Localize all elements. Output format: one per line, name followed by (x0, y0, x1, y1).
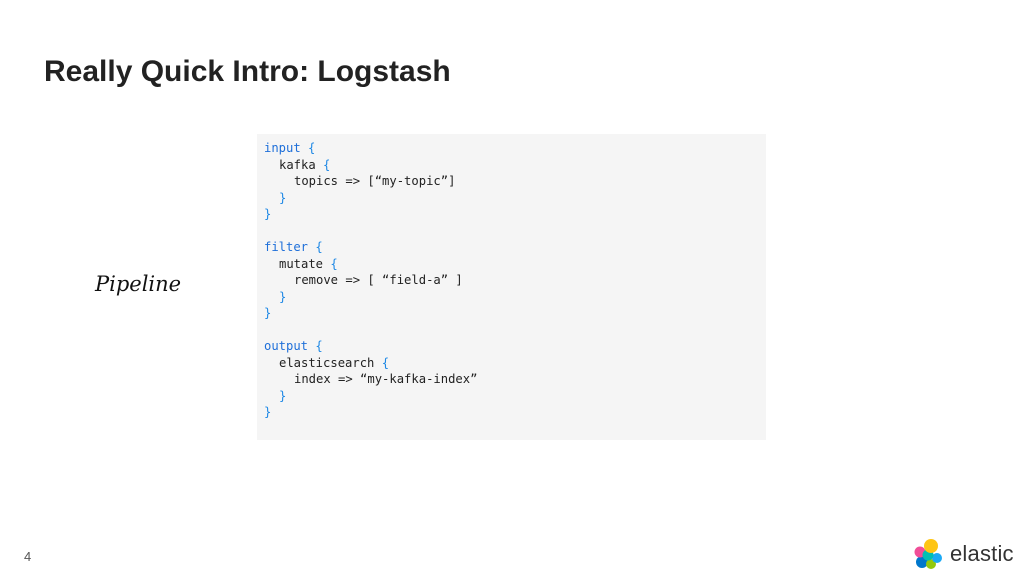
code-line-mutate: mutate { (279, 256, 338, 271)
pipeline-label: Pipeline (95, 272, 182, 296)
code-line-close-brace: } (264, 207, 272, 221)
code-line-close-brace: } (264, 306, 272, 320)
code-panel: input { kafka { topics => [“my-topic”]}} fi… (257, 134, 766, 440)
code-line-remove: remove => [ “field-a” ] (294, 273, 463, 287)
slide-number: 4 (24, 549, 32, 564)
code-line-elasticsearch: elasticsearch { (279, 355, 390, 370)
code-line-close-brace: } (279, 388, 287, 403)
logo-blob-blue (932, 553, 942, 563)
code-line-close-brace: } (279, 190, 287, 205)
code-line-kafka: kafka { (279, 157, 331, 172)
elastic-brand: elastic (912, 538, 1014, 570)
logo-blob-yellow (924, 539, 938, 553)
code-line-filter: filter { (264, 240, 323, 254)
code-line-blank (264, 223, 477, 240)
code-line-input: input { (264, 141, 316, 155)
code-line-blank (264, 322, 477, 339)
code-block: input { kafka { topics => [“my-topic”]}} fi… (264, 140, 477, 421)
code-line-output: output { (264, 339, 323, 353)
code-line-close-brace: } (264, 405, 272, 419)
code-line-topics: topics => [“my-topic”] (294, 174, 456, 188)
brand-wordmark: elastic (950, 541, 1014, 566)
elastic-logo-icon (914, 539, 942, 569)
slide-title: Really Quick Intro: Logstash (44, 55, 451, 88)
code-line-close-brace: } (279, 289, 287, 304)
code-line-index: index => “my-kafka-index” (294, 372, 478, 386)
